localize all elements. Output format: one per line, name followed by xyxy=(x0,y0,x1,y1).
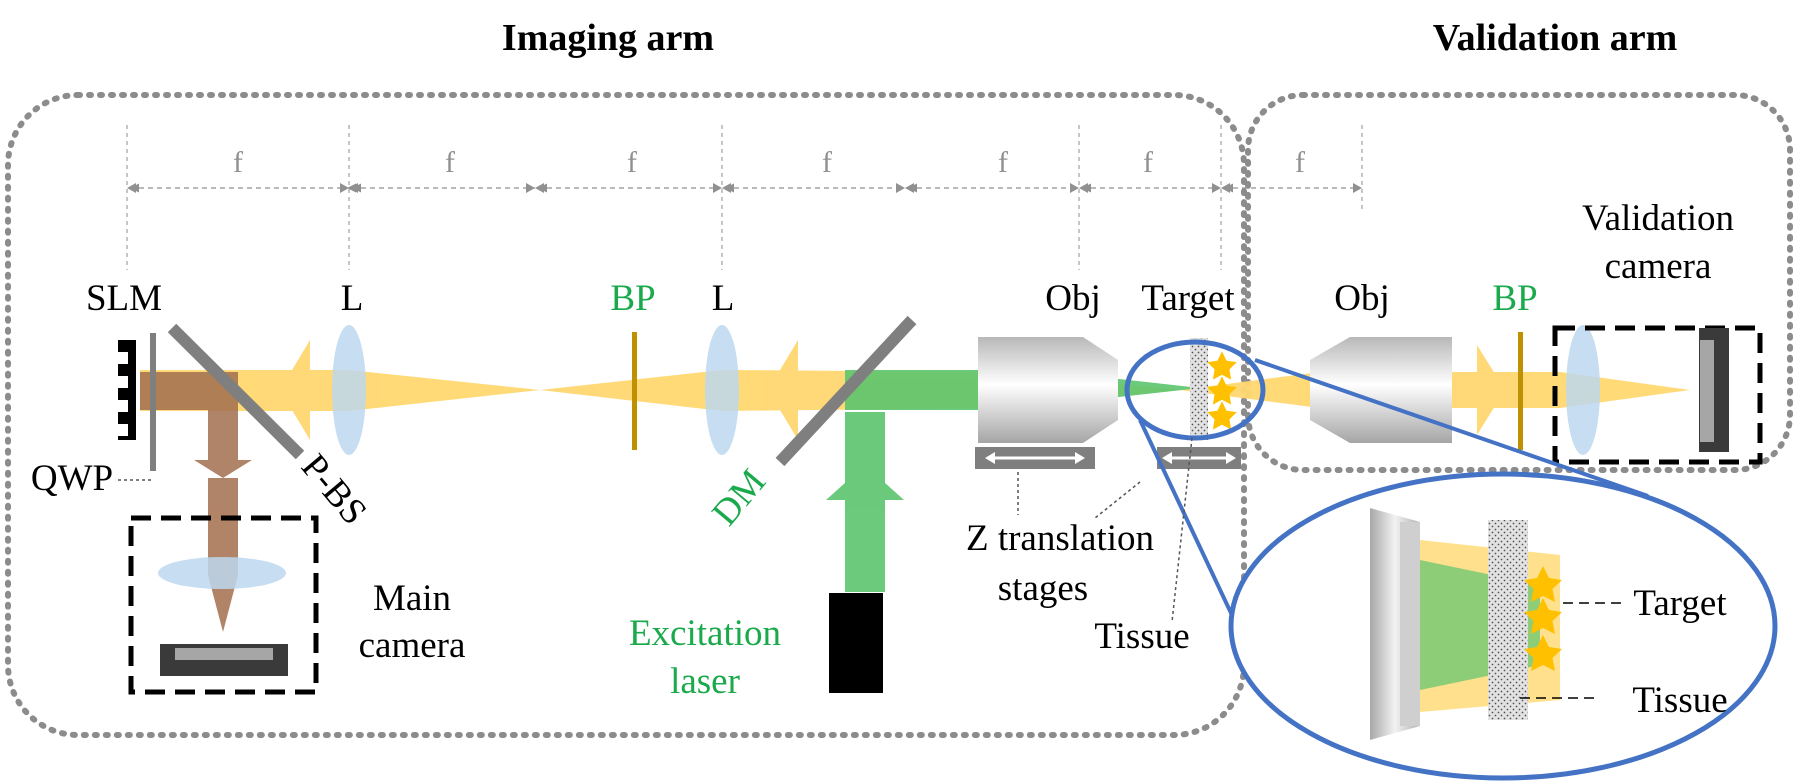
validation-arm-enclosure xyxy=(1245,92,1793,473)
focal-length-label: f xyxy=(445,146,455,179)
validation-camera-sensor xyxy=(1699,328,1729,452)
imaging-arm-enclosure xyxy=(5,92,1247,738)
excitation-laser xyxy=(829,593,883,693)
polarizing-beam-splitter xyxy=(167,323,305,460)
validation-lens xyxy=(1566,325,1600,455)
stage-leaders xyxy=(1017,437,1193,623)
focal-length-ticks xyxy=(127,183,1362,193)
bandpass-label: BP xyxy=(1492,278,1537,319)
focal-length-label: f xyxy=(1143,146,1153,179)
target-stars xyxy=(1207,351,1237,430)
excitation-beam xyxy=(826,370,1200,592)
bandpass-filter-2 xyxy=(1518,332,1523,450)
inset-content xyxy=(1370,508,1560,740)
excitation-laser-label: Excitation xyxy=(629,613,781,654)
magnifier-circle xyxy=(1124,339,1266,441)
focal-length-label: f xyxy=(627,146,637,179)
target-label: Target xyxy=(1141,278,1235,319)
slm-label: SLM xyxy=(86,278,162,319)
focal-length-label: f xyxy=(1295,146,1305,179)
focal-length-label: f xyxy=(822,146,832,179)
lens-2 xyxy=(705,325,739,455)
bandpass-label: BP xyxy=(610,278,655,319)
main-camera-label: camera xyxy=(359,625,466,666)
validation-camera-frame xyxy=(1552,325,1763,465)
qwp xyxy=(150,333,156,471)
focal-length-label: f xyxy=(998,146,1008,179)
z-stage-label: Z translation xyxy=(966,518,1154,559)
inset-target-label: Target xyxy=(1633,583,1727,624)
inset-target-stars xyxy=(1524,566,1562,671)
z-translation-stage-1 xyxy=(975,447,1095,469)
objective-label: Obj xyxy=(1334,278,1390,319)
validation-camera-label: camera xyxy=(1605,246,1712,287)
tissue-label: Tissue xyxy=(1094,616,1189,657)
focal-length-label: f xyxy=(233,146,243,179)
slm xyxy=(118,340,136,440)
qwp-label: QWP xyxy=(31,458,113,499)
inset-tissue-label: Tissue xyxy=(1632,680,1727,721)
validation-camera-label: Validation xyxy=(1582,198,1734,239)
main-camera-sensor xyxy=(160,644,288,676)
main-camera-frame xyxy=(128,515,319,695)
focal-length-dimensions xyxy=(126,125,1363,270)
camera-lens xyxy=(158,557,286,589)
z-stage-label: stages xyxy=(998,568,1088,609)
tissue-sample xyxy=(1190,338,1208,440)
lens-label: L xyxy=(341,278,364,319)
lens-label: L xyxy=(712,278,735,319)
excitation-laser-label: laser xyxy=(670,661,740,702)
dichroic-mirror xyxy=(775,315,917,467)
dm-label: DM xyxy=(704,462,774,534)
z-translation-stage-2 xyxy=(1157,447,1241,469)
inset-outline xyxy=(1228,471,1778,781)
objective-1 xyxy=(978,337,1118,443)
lens-1 xyxy=(332,325,366,455)
main-camera-label: Main xyxy=(373,578,451,619)
objective-label: Obj xyxy=(1045,278,1101,319)
bandpass-filter-1 xyxy=(632,332,637,450)
imaging-arm-title: Imaging arm xyxy=(502,17,714,59)
validation-arm-title: Validation arm xyxy=(1433,17,1678,59)
pbs-label: P-BS xyxy=(293,446,375,532)
objective-2 xyxy=(1310,337,1452,443)
